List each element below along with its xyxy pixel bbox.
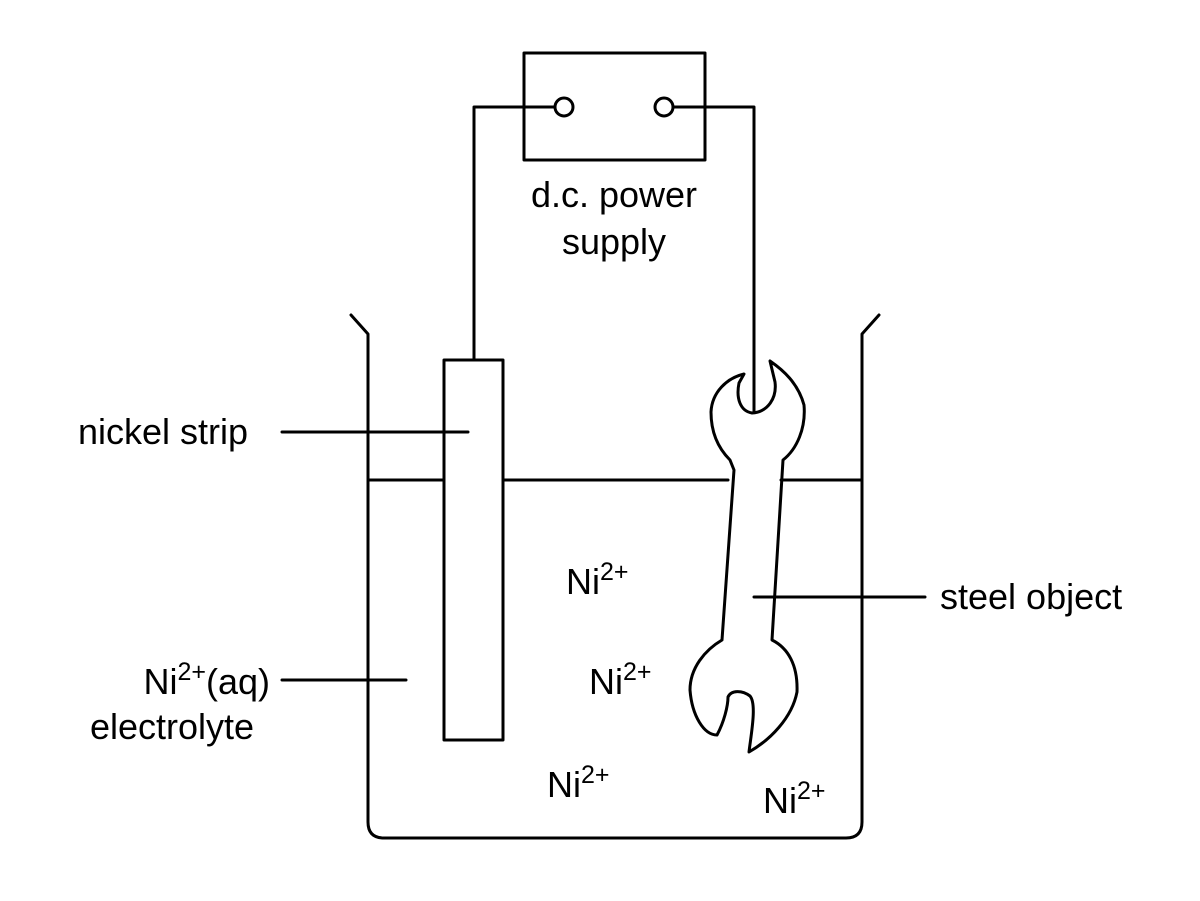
power-supply-label-line1: d.c. power — [531, 174, 697, 215]
ion-symbol: Ni — [547, 764, 581, 805]
beaker — [349, 313, 881, 840]
ion-label: Ni2+ — [547, 761, 610, 805]
electrolyte-state: (aq) — [206, 661, 270, 702]
ion-symbol: Ni — [589, 661, 623, 702]
ion-symbol: Ni — [763, 780, 797, 821]
wire-to-nickel-strip — [472, 105, 557, 362]
ion-charge: 2+ — [797, 777, 826, 805]
ion-charge: 2+ — [600, 558, 629, 586]
power-supply-label-line2: supply — [562, 221, 666, 262]
ion-label: Ni2+ — [763, 777, 826, 821]
electrolyte-label-line1: Ni2+(aq) — [143, 658, 270, 702]
nickel-strip-label: nickel strip — [78, 411, 248, 452]
electrolyte-label-line2: electrolyte — [90, 706, 254, 747]
ion-charge: 2+ — [581, 761, 610, 789]
ion-label: Ni2+ — [589, 658, 652, 702]
steel-object-spanner — [688, 359, 806, 754]
wire-to-steel-object — [671, 105, 756, 414]
ion-symbol: Ni — [566, 561, 600, 602]
right-terminal — [653, 96, 675, 118]
electrolyte-charge: 2+ — [177, 658, 206, 686]
left-terminal — [553, 96, 575, 118]
steel-object-label: steel object — [940, 576, 1122, 617]
ion-label: Ni2+ — [566, 558, 629, 602]
nickel-strip — [442, 358, 505, 742]
electrolyte-species: Ni — [143, 661, 177, 702]
ion-charge: 2+ — [623, 658, 652, 686]
